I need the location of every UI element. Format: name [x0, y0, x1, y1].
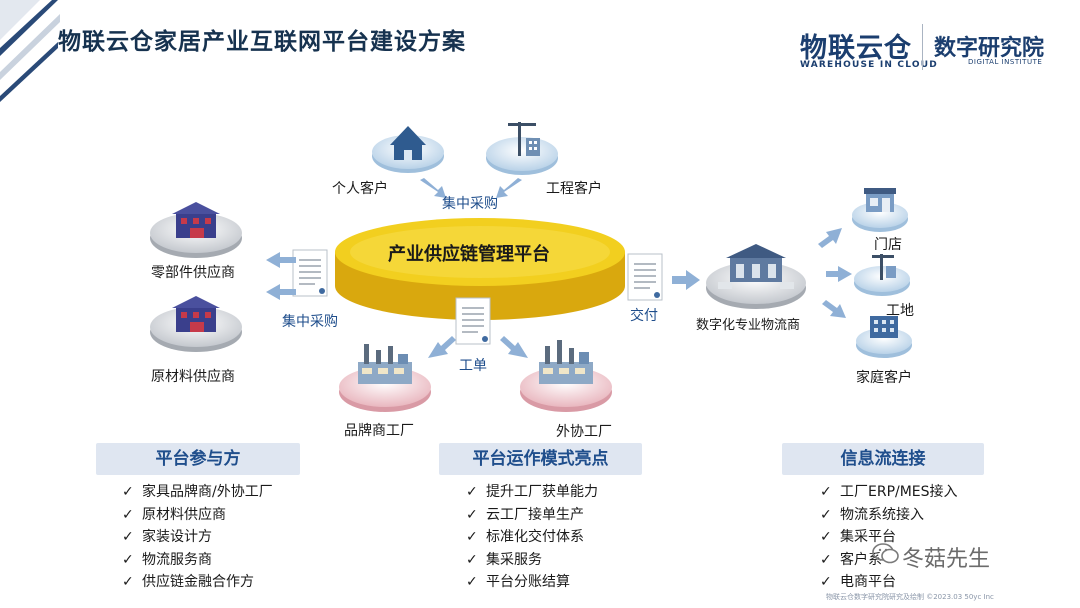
list-item: ✓客户系	[820, 549, 958, 572]
arrow-right-icon	[826, 266, 852, 282]
platform-label: 产业供应链管理平台	[388, 244, 550, 265]
brand-factory-node	[339, 344, 431, 412]
list-item: ✓家具品牌商/外协工厂	[122, 481, 273, 504]
store-icon	[864, 188, 896, 212]
delivery-label: 交付	[630, 308, 658, 324]
site-node	[854, 254, 910, 296]
house-icon	[390, 126, 426, 160]
arrow-down-left-icon	[428, 336, 456, 358]
list-item: ✓供应链金融合作方	[122, 571, 273, 594]
parts-supplier-label: 零部件供应商	[151, 265, 235, 281]
warehouse-icon	[726, 244, 786, 282]
list-item: ✓原材料供应商	[122, 504, 273, 527]
info-flow-list: ✓工厂ERP/MES接入 ✓物流系统接入 ✓集采平台 ✓客户系 ✓电商平台	[820, 481, 958, 594]
list-item: ✓提升工厂获单能力	[466, 481, 598, 504]
store-label: 门店	[874, 237, 902, 253]
logo-divider	[922, 24, 923, 70]
page-title: 物联云仓家居产业互联网平台建设方案	[58, 29, 466, 55]
arrow-up-right-icon	[818, 228, 842, 248]
list-item: ✓工厂ERP/MES接入	[820, 481, 958, 504]
check-icon: ✓	[466, 484, 478, 500]
outsourced-factory-label: 外协工厂	[556, 424, 612, 440]
logo-wordmark: 物联云仓	[800, 33, 912, 64]
list-item: ✓标准化交付体系	[466, 526, 598, 549]
list-item: ✓集采服务	[466, 549, 598, 572]
crane-icon	[508, 122, 540, 156]
check-icon: ✓	[820, 529, 832, 545]
participants-list: ✓家具品牌商/外协工厂 ✓原材料供应商 ✓家装设计方 ✓物流服务商 ✓供应链金融…	[122, 481, 273, 594]
check-icon: ✓	[466, 574, 478, 590]
home-customer-label: 家庭客户	[856, 370, 912, 386]
info-flow-header: 信息流连接	[782, 443, 984, 475]
truck-icon	[718, 282, 794, 289]
brand-factory-label: 品牌商工厂	[344, 423, 414, 439]
individual-customer-node	[372, 126, 444, 173]
engineering-customer-label: 工程客户	[546, 181, 602, 197]
check-icon: ✓	[122, 529, 134, 545]
logistics-provider-label: 数字化专业物流商	[696, 318, 801, 333]
check-icon: ✓	[820, 574, 832, 590]
arrow-right-icon	[672, 270, 700, 290]
wechat-icon	[872, 543, 899, 564]
raw-material-supplier-node	[150, 296, 242, 352]
raw-material-supplier-label: 原材料供应商	[151, 369, 235, 385]
flow-arrows	[266, 178, 852, 358]
corner-stripes	[0, 0, 60, 102]
list-item: ✓集采平台	[820, 526, 958, 549]
work-order-label: 工单	[459, 358, 487, 374]
check-icon: ✓	[122, 574, 134, 590]
institute-logo: 数字研究院	[934, 36, 1045, 61]
institute-tagline: DIGITAL INSTITUTE	[968, 58, 1043, 66]
list-item: ✓家装设计方	[122, 526, 273, 549]
check-icon: ✓	[820, 484, 832, 500]
document-icon	[455, 297, 491, 345]
warehouse-icon	[172, 202, 220, 238]
list-item: ✓云工厂接单生产	[466, 504, 598, 527]
highlights-list: ✓提升工厂获单能力 ✓云工厂接单生产 ✓标准化交付体系 ✓集采服务 ✓平台分账结…	[466, 481, 598, 594]
check-icon: ✓	[466, 551, 478, 568]
logo-tagline: WAREHOUSE IN CLOUD	[800, 60, 938, 70]
arrow-left-icon	[266, 284, 296, 300]
list-item: ✓物流系统接入	[820, 504, 958, 527]
engineering-customer-node	[486, 122, 558, 175]
check-icon: ✓	[820, 506, 832, 523]
platform-cylinder	[335, 218, 625, 320]
list-item: ✓物流服务商	[122, 549, 273, 572]
check-icon: ✓	[122, 506, 134, 523]
factory-icon	[539, 340, 593, 384]
list-item: ✓平台分账结算	[466, 571, 598, 594]
home-customer-node	[856, 316, 912, 358]
central-purchase-top-label: 集中采购	[442, 196, 498, 212]
parts-supplier-node	[150, 202, 242, 258]
arrow-down-left-icon	[496, 178, 522, 198]
check-icon: ✓	[466, 529, 478, 545]
document-icon	[627, 253, 663, 301]
site-label: 工地	[886, 303, 914, 319]
footer-credit: 物联云仓数字研究院研究及绘制 ©2023.03 50yc Inc	[826, 593, 994, 601]
warehouse-icon	[172, 296, 220, 332]
arrow-down-right-icon	[500, 336, 528, 358]
check-icon: ✓	[122, 484, 134, 500]
store-node	[852, 188, 908, 232]
individual-customer-label: 个人客户	[332, 181, 388, 197]
factory-icon	[358, 344, 412, 384]
arrow-left-icon	[266, 252, 296, 268]
arrow-down-right-icon	[822, 300, 846, 318]
participants-header: 平台参与方	[96, 443, 300, 475]
list-item: ✓电商平台	[820, 571, 958, 594]
check-icon: ✓	[820, 551, 832, 568]
crane-icon	[872, 254, 896, 280]
central-purchase-left-label: 集中采购	[282, 314, 338, 330]
document-icon	[292, 249, 328, 297]
check-icon: ✓	[122, 551, 134, 568]
outsourced-factory-node	[520, 340, 612, 412]
highlights-header: 平台运作模式亮点	[439, 443, 642, 475]
apartment-icon	[870, 316, 898, 338]
logistics-provider-node	[706, 244, 806, 309]
watermark-text: 冬菇先生	[902, 547, 991, 572]
check-icon: ✓	[466, 506, 478, 523]
arrow-down-right-icon	[420, 178, 446, 198]
